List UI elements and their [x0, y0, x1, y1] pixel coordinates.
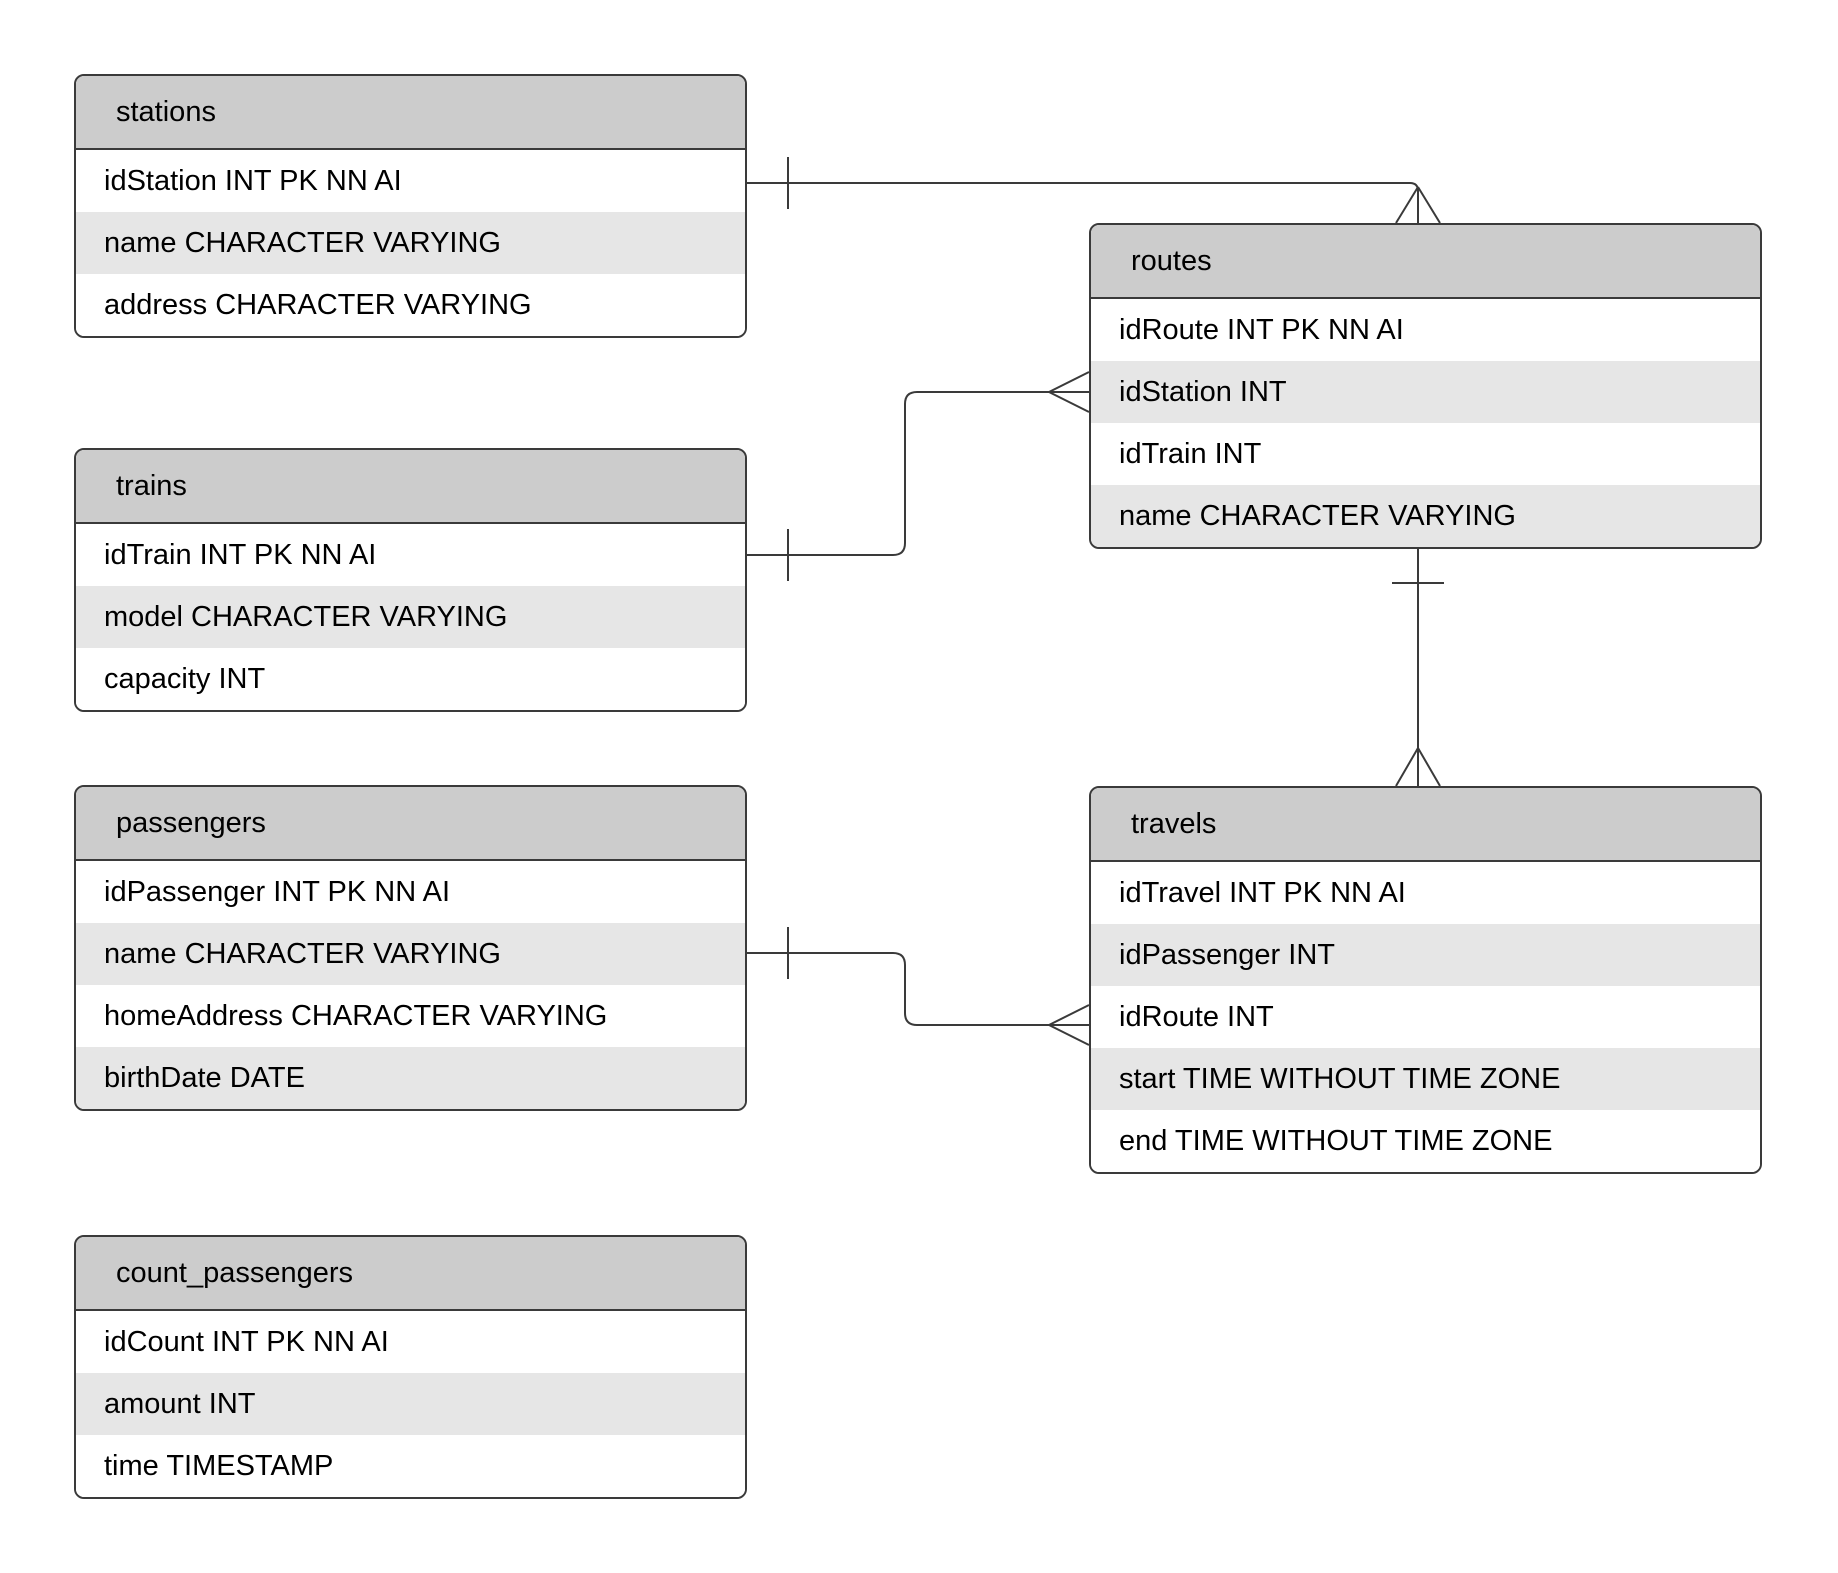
table-title: count_passengers [116, 1256, 353, 1289]
table-row[interactable]: idTravel INT PK NN AI [1091, 862, 1760, 924]
table-header[interactable]: stations [76, 76, 745, 150]
table-row[interactable]: birthDate DATE [76, 1047, 745, 1109]
table-row[interactable]: idStation INT PK NN AI [76, 150, 745, 212]
connector-line[interactable] [747, 391, 1089, 556]
table-row[interactable]: idPassenger INT [1091, 924, 1760, 986]
table-header[interactable]: travels [1091, 788, 1760, 862]
table-title: travels [1131, 807, 1217, 840]
table-row[interactable]: amount INT [76, 1373, 745, 1435]
table-row[interactable]: idStation INT [1091, 361, 1760, 423]
table-row[interactable]: address CHARACTER VARYING [76, 274, 745, 336]
table-title: trains [116, 469, 187, 502]
table-row[interactable]: start TIME WITHOUT TIME ZONE [1091, 1048, 1760, 1110]
table-row[interactable]: idRoute INT [1091, 986, 1760, 1048]
table-header[interactable]: count_passengers [76, 1237, 745, 1311]
table-title: passengers [116, 806, 266, 839]
table-header[interactable]: passengers [76, 787, 745, 861]
table-row[interactable]: name CHARACTER VARYING [1091, 485, 1760, 547]
crows-foot-marker [1048, 371, 1090, 413]
crows-foot-marker [1048, 1004, 1090, 1046]
table-row[interactable]: capacity INT [76, 648, 745, 710]
table-row[interactable]: idTrain INT PK NN AI [76, 524, 745, 586]
table-row[interactable]: name CHARACTER VARYING [76, 923, 745, 985]
crows-foot-marker [1395, 747, 1441, 787]
crows-foot-marker [1395, 186, 1441, 224]
connector-line[interactable] [747, 182, 1419, 223]
table-row[interactable]: model CHARACTER VARYING [76, 586, 745, 648]
connector-trains-routes[interactable] [747, 371, 1090, 581]
table-title: routes [1131, 244, 1212, 277]
table-row[interactable]: idPassenger INT PK NN AI [76, 861, 745, 923]
table-row[interactable]: idTrain INT [1091, 423, 1760, 485]
table-header[interactable]: routes [1091, 225, 1760, 299]
table-row[interactable]: name CHARACTER VARYING [76, 212, 745, 274]
connector-routes-travels[interactable] [1392, 545, 1444, 787]
connector-line[interactable] [747, 952, 1089, 1026]
table-title: stations [116, 95, 216, 128]
table-row[interactable]: end TIME WITHOUT TIME ZONE [1091, 1110, 1760, 1172]
connector-stations-routes[interactable] [747, 157, 1441, 224]
table-row[interactable]: idRoute INT PK NN AI [1091, 299, 1760, 361]
table-header[interactable]: trains [76, 450, 745, 524]
connector-passengers-travels[interactable] [747, 927, 1090, 1046]
table-row[interactable]: time TIMESTAMP [76, 1435, 745, 1497]
table-row[interactable]: homeAddress CHARACTER VARYING [76, 985, 745, 1047]
table-row[interactable]: idCount INT PK NN AI [76, 1311, 745, 1373]
